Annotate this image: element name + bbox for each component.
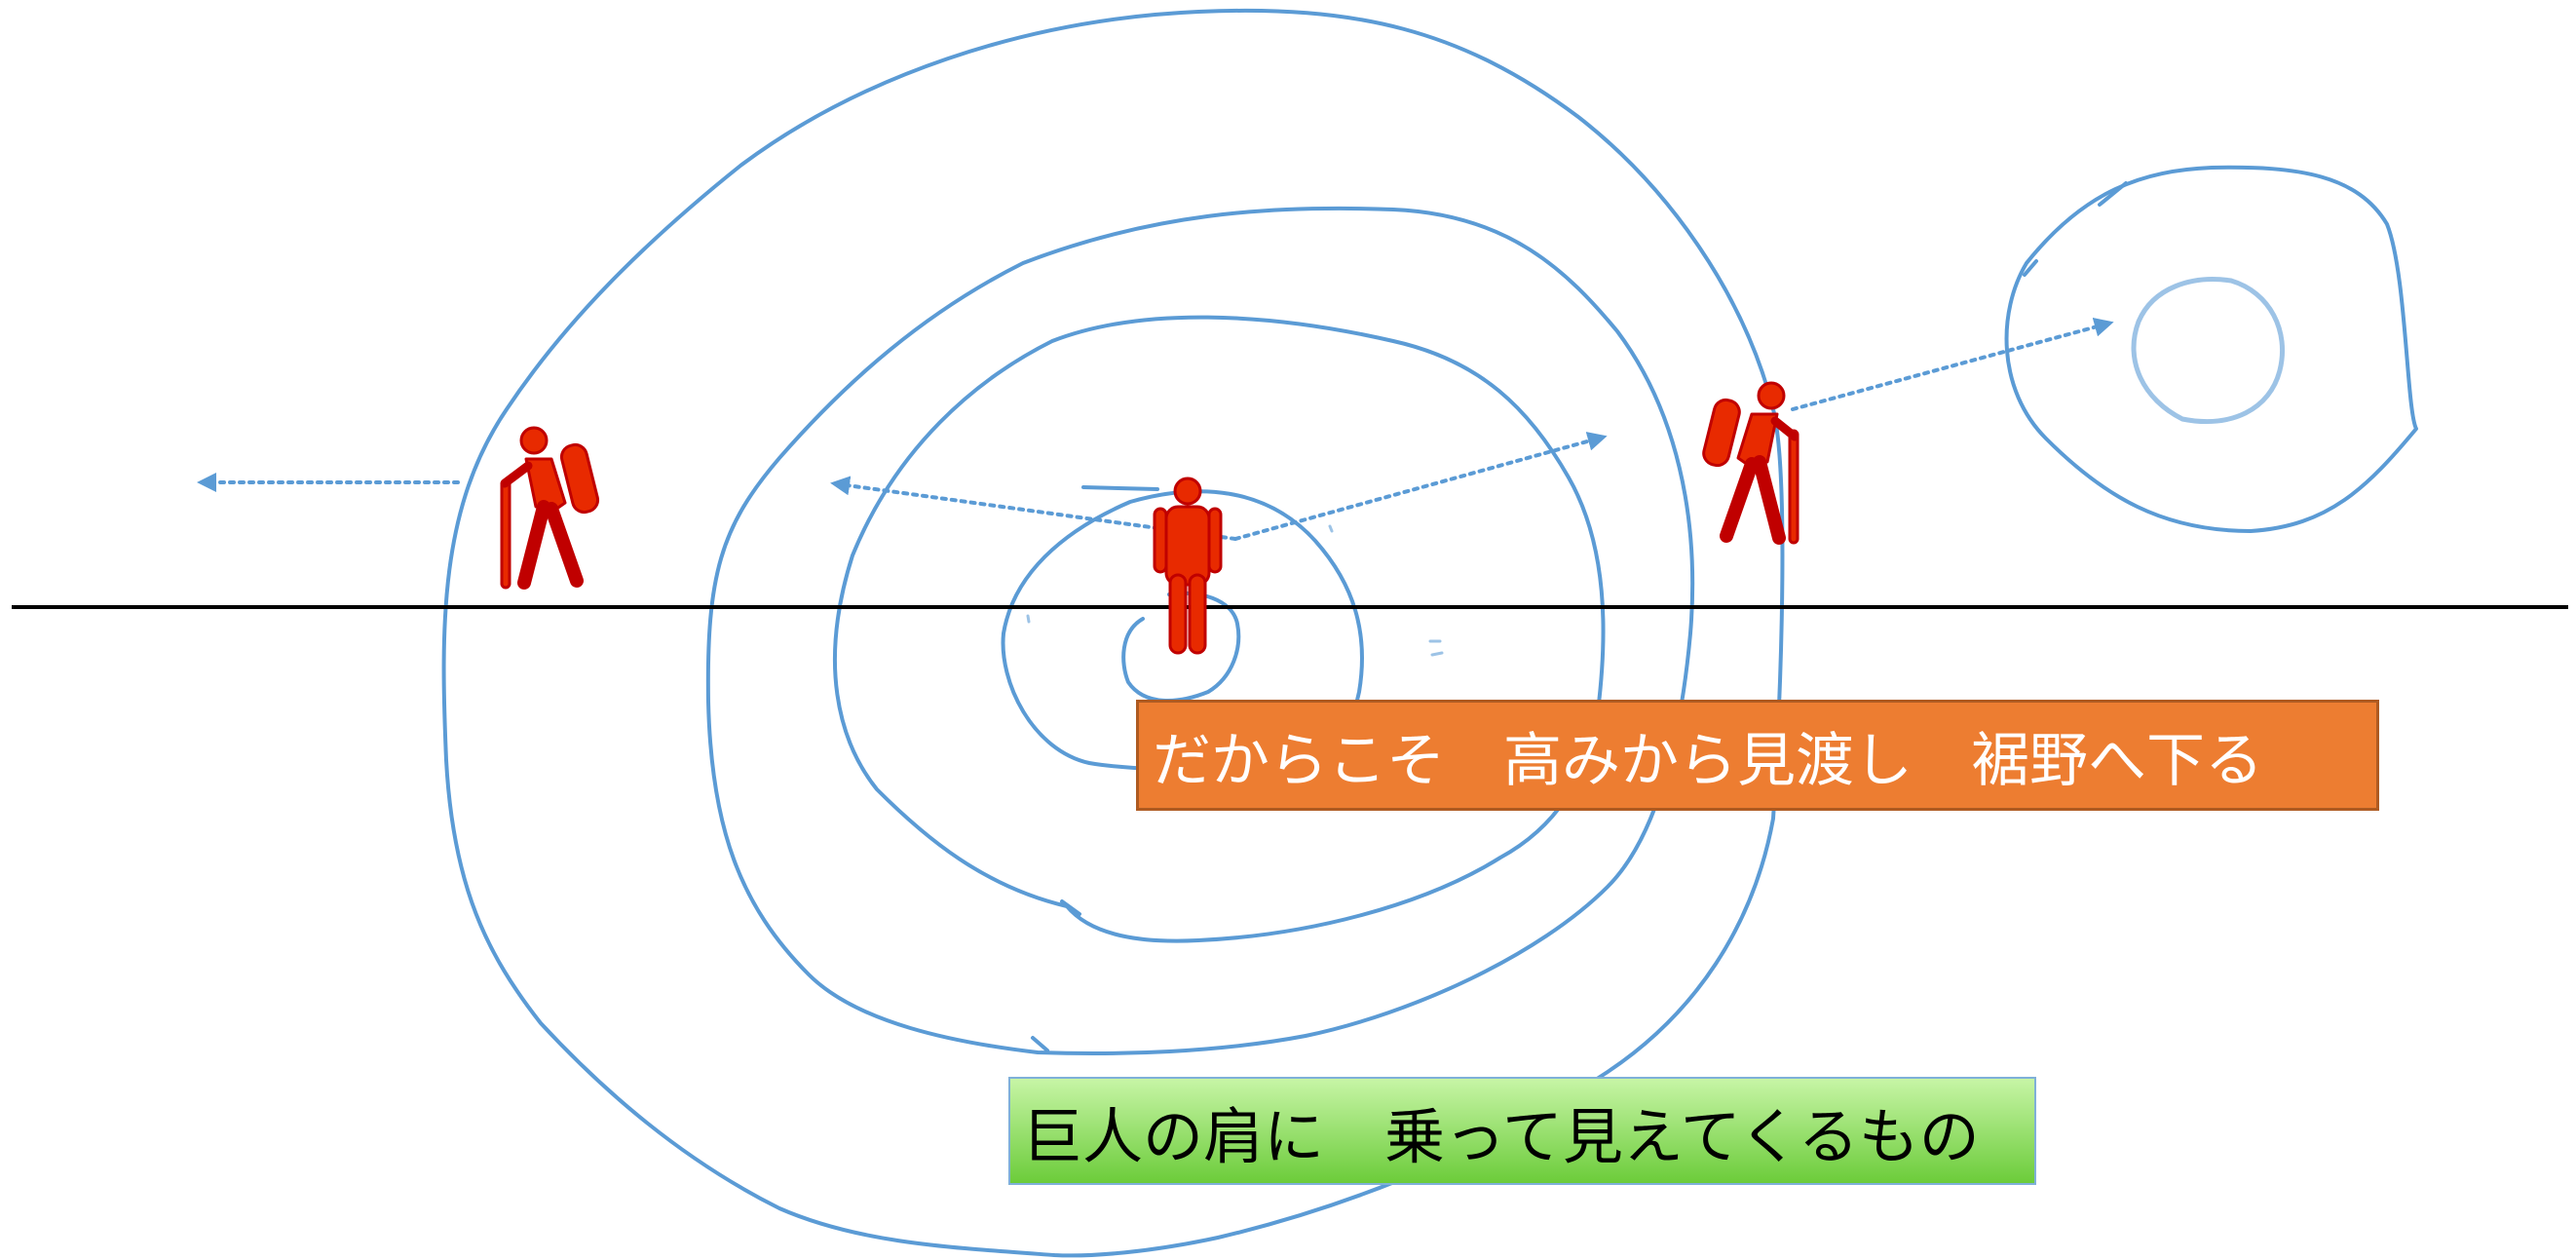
contour-outer	[441, 8, 1785, 1258]
arrow-center-right	[1233, 432, 1608, 541]
contour-lines	[441, 8, 2418, 1258]
hiker-icon	[1702, 381, 1799, 545]
contour-summit	[1121, 591, 1241, 703]
summit-caption-text: だからこそ 高みから見渡し 裾野へ下る	[1153, 726, 2263, 795]
contour-ring-2	[832, 315, 1606, 943]
standing-person-icon	[1153, 477, 1223, 655]
giant-shoulder-caption-text: 巨人の肩に 乗って見えてくるもの	[1022, 1100, 1980, 1172]
hiker-icon	[500, 426, 600, 590]
contour-second-peak-outer	[2004, 165, 2418, 533]
contour-ring-3	[705, 206, 1695, 1056]
contour-second-peak-inner	[2131, 277, 2286, 425]
specks	[1026, 524, 1444, 657]
summit-caption: だからこそ 高みから見渡し 裾野へ下る	[1136, 700, 2379, 811]
giant-shoulder-caption: 巨人の肩に 乗って見えてくるもの	[1008, 1077, 2036, 1185]
arrow-right-far	[1791, 317, 2114, 411]
